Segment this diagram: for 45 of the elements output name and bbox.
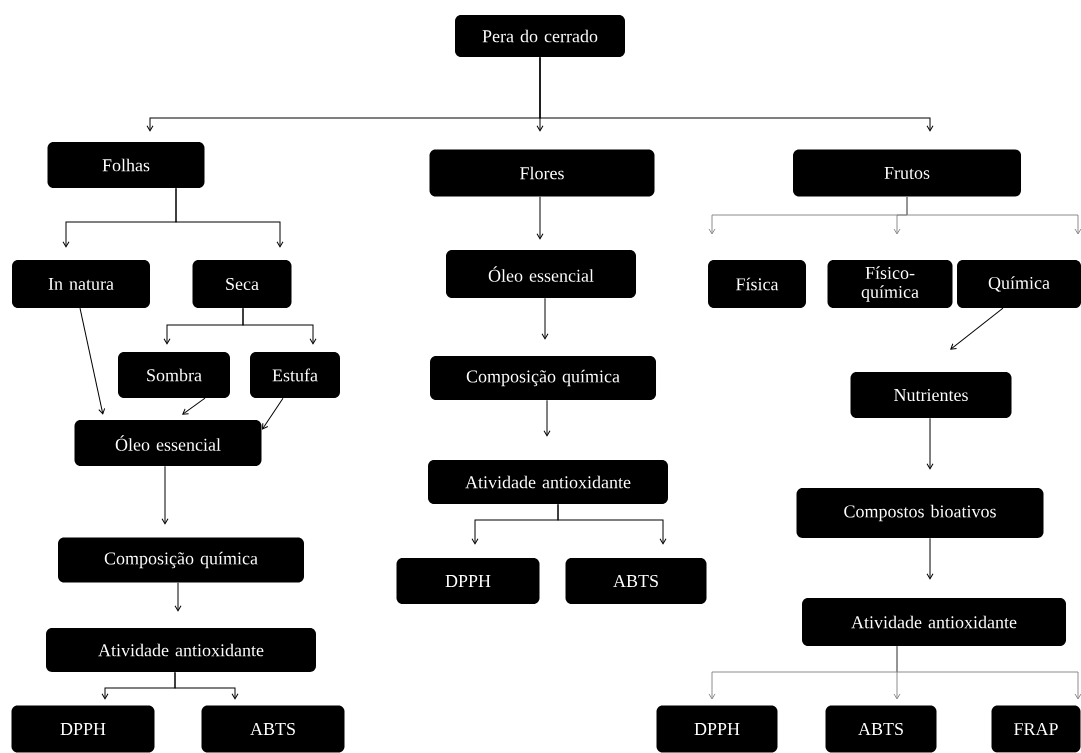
process-box: Física	[708, 260, 806, 308]
arrow	[174, 582, 182, 612]
process-box: DPPH	[11, 705, 155, 753]
arrow	[536, 196, 544, 240]
arrow	[182, 397, 206, 415]
process-box: Nutrientes	[850, 372, 1012, 418]
process-box: Flores	[429, 149, 655, 197]
process-box: Folhas	[47, 142, 205, 188]
process-box: ABTS	[201, 705, 345, 753]
process-box: DPPH	[656, 705, 778, 753]
process-box: Pera do cerrado	[455, 15, 625, 57]
arrow	[950, 307, 1004, 350]
process-box: Sombra	[118, 352, 230, 398]
arrow	[539, 56, 934, 132]
process-box: Química	[957, 260, 1081, 308]
arrow	[175, 187, 284, 248]
process-box: Composição química	[430, 356, 656, 400]
arrow	[541, 297, 549, 340]
process-box: Frutos	[793, 149, 1021, 197]
process-box: Estufa	[250, 352, 340, 398]
arrow	[926, 417, 934, 470]
process-box: Seca	[192, 260, 292, 308]
arrow	[242, 307, 317, 345]
arrow	[557, 503, 667, 545]
process-box: Óleo essencial	[446, 250, 636, 298]
process-box: Atividade antioxidante	[802, 598, 1066, 646]
process-box: Físico-química	[827, 260, 953, 308]
arrow	[79, 307, 106, 415]
process-box: Compostos bioativos	[796, 488, 1044, 538]
process-box: Atividade antioxidante	[46, 628, 316, 672]
arrow	[161, 465, 169, 525]
process-box: ABTS	[825, 705, 937, 753]
arrow	[543, 399, 551, 437]
process-box: Composição química	[58, 537, 304, 583]
arrow	[906, 196, 1081, 235]
arrow	[174, 671, 239, 700]
process-box: DPPH	[396, 558, 540, 604]
process-box: In natura	[12, 260, 150, 308]
process-box: Óleo essencial	[74, 420, 262, 466]
process-box: ABTS	[565, 558, 707, 604]
arrow	[926, 537, 934, 580]
arrow	[896, 645, 1081, 700]
process-box: FRAP	[991, 705, 1081, 753]
process-box: Atividade antioxidante	[428, 460, 668, 504]
arrow	[262, 397, 284, 430]
